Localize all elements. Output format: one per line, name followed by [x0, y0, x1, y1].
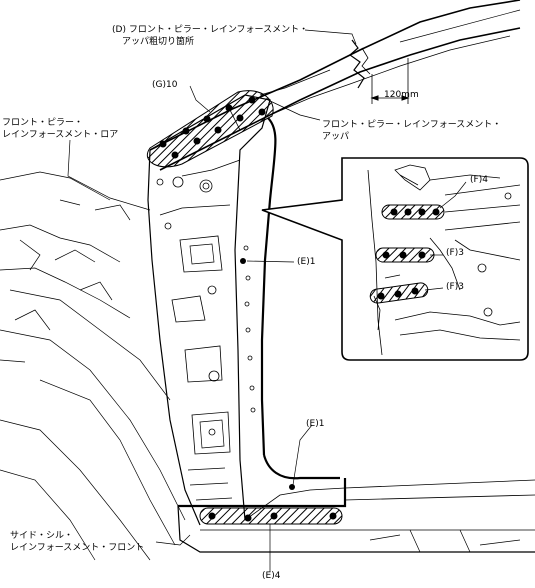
- weld-band-g10: [147, 90, 274, 168]
- lower-reinforcement-label-line1: フロント・ピラー・: [2, 118, 84, 128]
- upper-reinforcement-label-line2: アッパ: [322, 132, 350, 142]
- weld-dot-e1-upper: [240, 258, 246, 264]
- spot-f4-label: (F)4: [470, 175, 488, 185]
- spot-e1-upper-label: (E)1: [297, 257, 316, 267]
- cut-point-label-line2: アッパ粗切り箇所: [122, 37, 195, 47]
- weld-dots-f4: [390, 208, 440, 216]
- cut-point-label-line1: (D) フロント・ピラー・レインフォースメント・: [112, 25, 309, 35]
- spot-e1-lower-label: (E)1: [306, 419, 325, 429]
- upper-reinforcement-label-line1: フロント・ピラー・レインフォースメント・: [322, 120, 502, 130]
- side-sill-label-line1: サイド・シル・: [10, 531, 74, 541]
- spot-f3-lower-label: (F)3: [446, 282, 464, 292]
- weld-dots-g10: [159, 96, 266, 159]
- lower-reinforcement-label-line2: レインフォースメント・ロア: [2, 130, 119, 140]
- body-background-lines: [0, 171, 186, 561]
- side-sill-label-line2: レインフォースメント・フロント: [10, 543, 145, 553]
- side-sill: [177, 478, 535, 553]
- dimension-120mm: [370, 58, 410, 104]
- spot-f3-upper-label: (F)3: [446, 248, 464, 258]
- weld-band-f4: [381, 204, 445, 220]
- weld-dots-e4: [208, 512, 337, 522]
- weld-dots-f3-upper: [382, 251, 426, 259]
- spot-e4-label: (E)4: [262, 571, 281, 581]
- weld-band-e4: [199, 507, 343, 525]
- weld-dot-e1-lower: [289, 484, 295, 490]
- weld-dots-f3-lower: [377, 287, 419, 300]
- spot-g10-label: (G)10: [152, 80, 178, 90]
- pillar-holes: [156, 176, 256, 436]
- leader-lines: [67, 29, 467, 572]
- dimension-label: 120mm: [384, 90, 419, 100]
